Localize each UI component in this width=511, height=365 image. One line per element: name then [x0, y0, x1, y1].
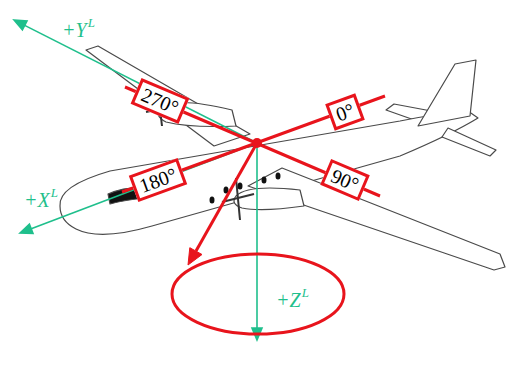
axis-superscript: L	[88, 16, 95, 29]
angle-box: 180°	[129, 158, 187, 202]
aircraft-body	[60, 46, 505, 270]
axis-superscript: L	[302, 286, 309, 299]
window	[210, 197, 215, 204]
angle-label: 270°	[139, 84, 182, 117]
angle-label: 180°	[137, 164, 180, 196]
angle-label: 0°	[333, 100, 357, 125]
axis-name: +Y	[62, 20, 87, 40]
angle-label: 90°	[328, 165, 362, 194]
window	[238, 183, 243, 190]
right-stabilizer	[442, 128, 496, 156]
body-axes	[14, 20, 262, 340]
origin-dot	[252, 138, 262, 148]
window	[276, 173, 281, 180]
window	[262, 177, 267, 184]
axis-name: +Z	[276, 290, 301, 310]
angle-reference	[122, 87, 385, 334]
tail-fin	[418, 60, 476, 126]
y-axis-line	[25, 25, 257, 143]
cabin-windows	[210, 173, 281, 204]
direction-arrow-line	[196, 143, 257, 251]
x-axis-arrowhead	[20, 224, 33, 233]
fuselage	[60, 111, 478, 234]
angle-box: 90°	[320, 159, 370, 201]
axis-name: +X	[24, 190, 50, 210]
axis-superscript: L	[51, 186, 58, 199]
z-axis-line	[256, 143, 258, 328]
angle-box: 270°	[131, 78, 190, 124]
direction-arrowhead	[188, 248, 202, 265]
right-engine	[234, 188, 304, 210]
target-ellipse	[172, 254, 344, 334]
angle-box: 0°	[325, 93, 365, 130]
y-axis-arrowhead	[14, 20, 27, 30]
